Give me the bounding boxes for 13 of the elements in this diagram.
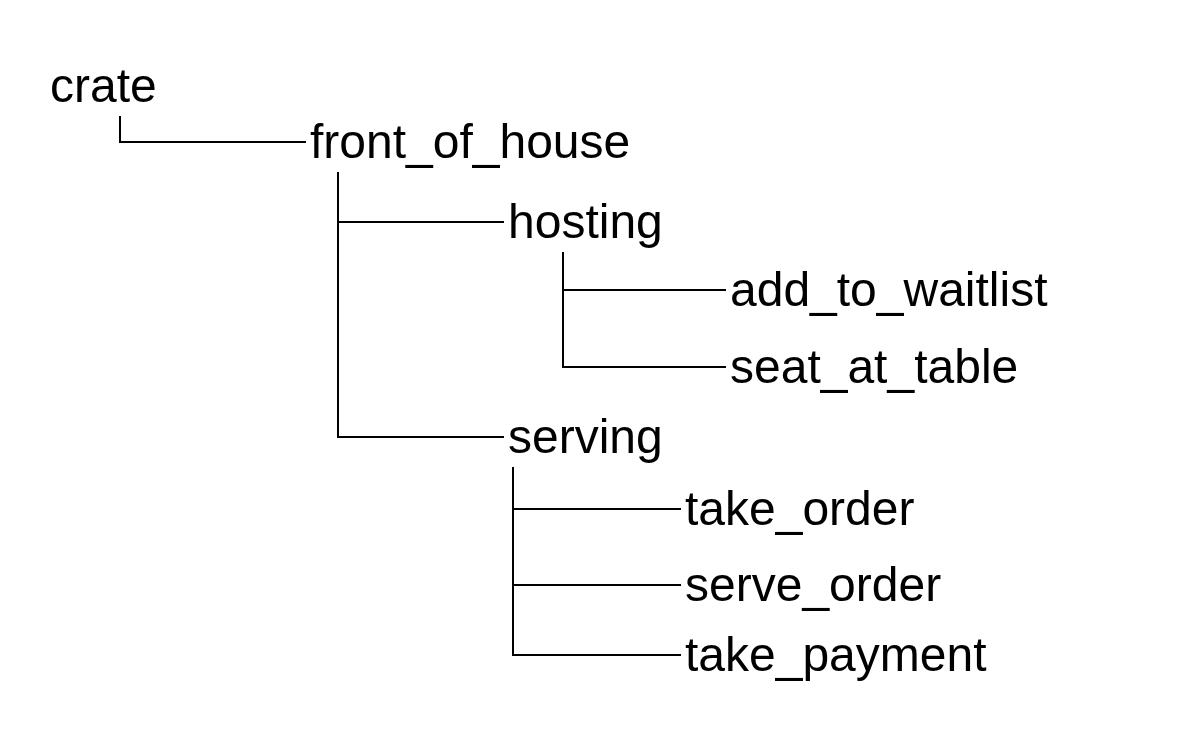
tree-item-label: serving xyxy=(508,413,663,461)
tree-item-label: seat_at_table xyxy=(730,343,1019,391)
tree-item-label: serve_order xyxy=(685,561,942,609)
tree-item-label: crate xyxy=(50,62,157,110)
tree-item-label: add_to_waitlist xyxy=(730,266,1048,314)
tree-item-label: take_payment xyxy=(685,631,987,679)
tree-item-label: hosting xyxy=(508,198,663,246)
connector-line xyxy=(512,466,682,656)
tree-item-label: take_order xyxy=(685,485,915,533)
tree-item-label: front_of_house xyxy=(310,118,631,166)
connector-line xyxy=(119,115,307,143)
connector-line xyxy=(337,171,505,438)
connector-line xyxy=(562,251,727,368)
